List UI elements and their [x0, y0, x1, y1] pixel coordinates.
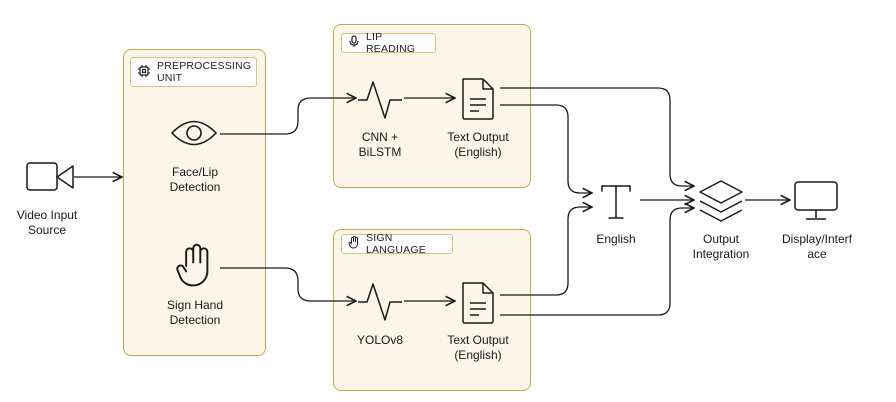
waveform-icon [357, 80, 403, 125]
display-label: Display/Interf ace [770, 232, 864, 262]
video-input-label-line2: Source [27, 223, 67, 237]
text-type-icon [596, 182, 636, 227]
eye-icon [170, 116, 218, 155]
sign-language-title: SIGN LANGUAGE [341, 232, 453, 256]
face-detection-label-line1: Face/Lip [171, 165, 219, 179]
sign-language-title-text: SIGN LANGUAGE [366, 232, 426, 256]
hand-icon [348, 236, 360, 252]
display-label-line2: ace [807, 247, 827, 261]
edge-sign-output-english [500, 207, 592, 296]
document-icon [459, 77, 497, 126]
lip-text-output-label-line2: (English) [454, 145, 502, 159]
cnn-bilstm-label-line2: BiLSTM [358, 145, 402, 159]
document-icon [459, 281, 497, 330]
sign-text-output-label-line1: Text Output [447, 333, 509, 347]
preprocessing-title-line1: PREPROCESSING [157, 60, 252, 72]
microphone-icon [348, 35, 360, 51]
chip-icon [137, 64, 151, 81]
hand-detection-label-line1: Sign Hand [166, 298, 224, 312]
yolov8-label: YOLOv8 [340, 333, 420, 348]
preprocessing-panel [123, 49, 266, 356]
lip-reading-title: LIP READING [341, 31, 436, 55]
cnn-bilstm-label: CNN + BiLSTM [340, 130, 420, 160]
hand-detection-label: Sign Hand Detection [150, 298, 240, 328]
edge-lip-output-integration [500, 87, 694, 186]
layers-icon [697, 178, 745, 229]
face-detection-label: Face/Lip Detection [150, 165, 240, 195]
output-integration-label: Output Integration [676, 232, 766, 262]
display-label-line1: Display/Interf [781, 232, 853, 246]
hand-icon [172, 243, 218, 294]
edge-hand-yolo [220, 267, 356, 301]
sign-text-output-label-line2: (English) [454, 348, 502, 362]
lip-text-output-label-line1: Text Output [447, 130, 509, 144]
preprocessing-title-line2: UNIT [157, 72, 183, 84]
lip-text-output-label: Text Output (English) [433, 130, 523, 160]
sign-text-output-label: Text Output (English) [433, 333, 523, 363]
waveform-icon [357, 282, 403, 327]
sign-language-panel [333, 229, 531, 391]
video-input-label-line1: Video Input [16, 208, 78, 222]
face-detection-label-line2: Detection [169, 180, 221, 194]
cnn-bilstm-label-line1: CNN + [361, 130, 399, 144]
edge-lip-output-english [500, 104, 592, 193]
monitor-icon [793, 180, 839, 227]
video-input-label: Video Input Source [4, 208, 90, 238]
preprocessing-title: PREPROCESSING UNIT [130, 57, 257, 87]
edge-sign-output-integration [500, 208, 694, 316]
hand-detection-label-line2: Detection [169, 313, 221, 327]
yolov8-label-line1: YOLOv8 [356, 333, 404, 347]
edge-face-cnn [220, 98, 356, 135]
video-camera-icon [26, 160, 76, 199]
lip-reading-title-text: LIP READING [366, 31, 416, 55]
output-integration-label-line2: Integration [692, 247, 750, 261]
output-integration-label-line1: Output [702, 232, 740, 246]
english-label: English [596, 232, 636, 246]
